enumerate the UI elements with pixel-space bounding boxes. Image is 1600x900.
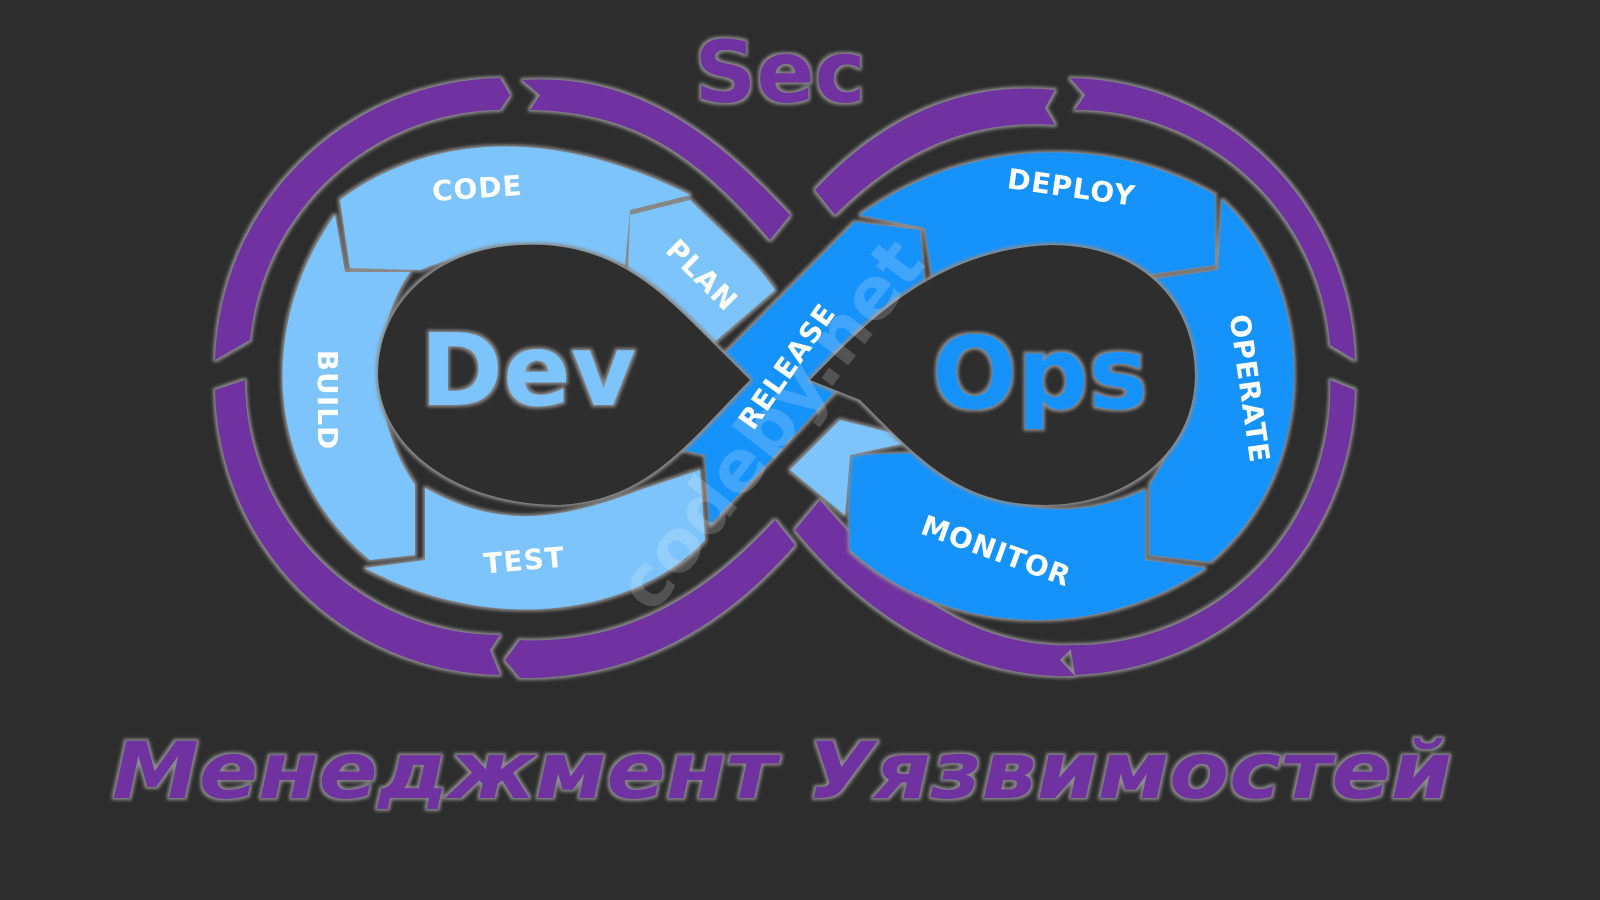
sec-label: Sec xyxy=(694,23,865,123)
stage-label-test: TEST xyxy=(482,541,566,581)
release-arrow-tip xyxy=(790,420,920,515)
sec-outer-loop xyxy=(215,78,1355,679)
stage-label-build: BUILD xyxy=(311,350,344,451)
center-holes xyxy=(378,244,1195,505)
footer-title: Менеджмент Уязвимостей xyxy=(112,727,1452,817)
dev-center-label: Dev xyxy=(420,312,636,429)
ops-ring xyxy=(640,152,1295,620)
stage-label-code: CODE xyxy=(431,169,524,208)
dev-ring xyxy=(282,146,775,610)
ops-center-label: Ops xyxy=(932,315,1148,432)
